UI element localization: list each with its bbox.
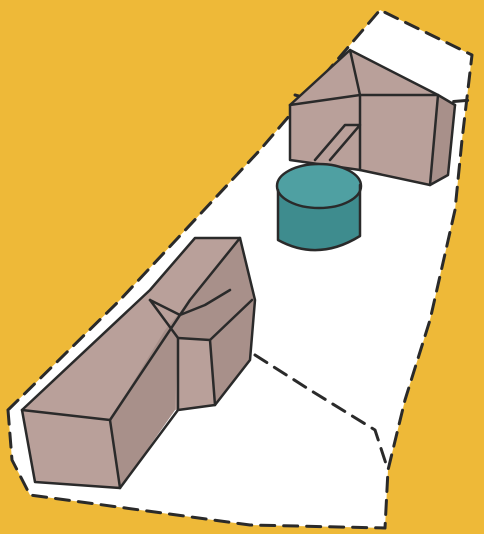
house-building [288, 48, 457, 187]
internal-path-dashed [253, 353, 390, 472]
long-building [20, 236, 257, 490]
cylindrical-tank [275, 162, 363, 252]
